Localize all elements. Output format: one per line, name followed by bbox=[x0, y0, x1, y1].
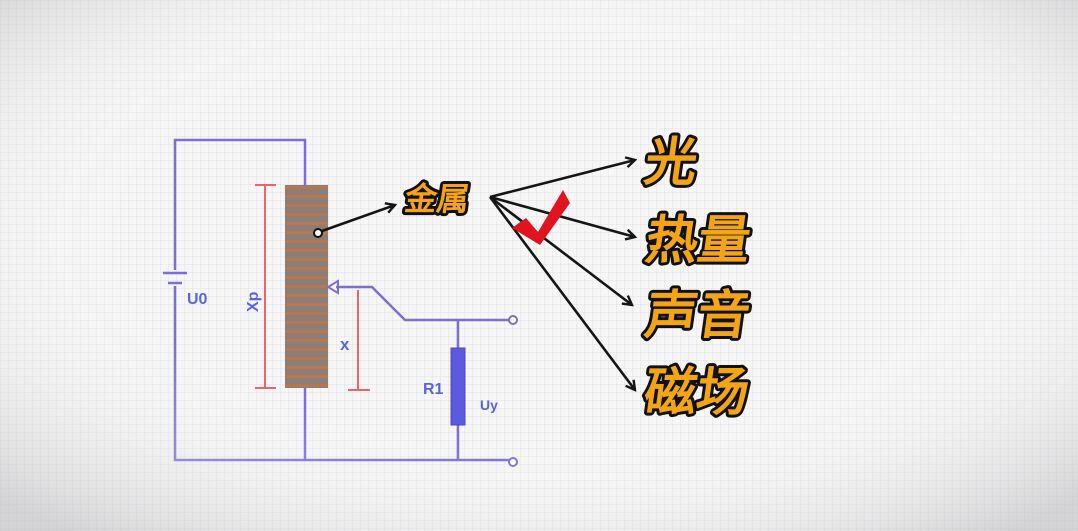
output-terminal-bottom[interactable] bbox=[508, 457, 518, 467]
coil-pointer-dot bbox=[313, 228, 323, 238]
target-heat: 热量 bbox=[642, 211, 754, 271]
resistor bbox=[450, 347, 466, 426]
output-terminal-top[interactable] bbox=[508, 315, 518, 325]
position-label: x bbox=[340, 335, 350, 354]
output-label: Uy bbox=[480, 397, 498, 413]
target-light: 光 bbox=[641, 133, 701, 193]
total-length-label: Xp bbox=[245, 291, 262, 312]
resistor-label: R1 bbox=[423, 381, 444, 398]
coil bbox=[285, 185, 328, 388]
metal-label: 金属 bbox=[401, 180, 471, 218]
source-label: U0 bbox=[187, 291, 208, 308]
target-sound: 声音 bbox=[641, 286, 753, 346]
target-magnetic: 磁场 bbox=[641, 363, 753, 423]
